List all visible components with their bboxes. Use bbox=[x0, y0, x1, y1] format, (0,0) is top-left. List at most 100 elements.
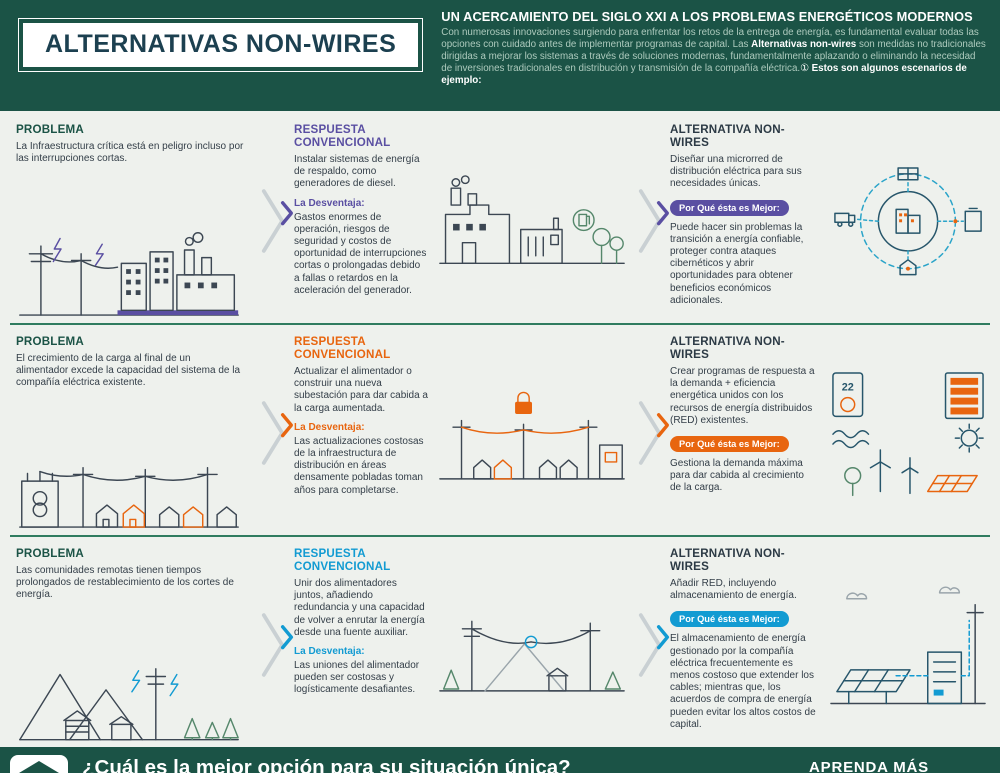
pine-tree-icon bbox=[183, 717, 201, 740]
lightning-bolt-icon bbox=[52, 237, 62, 263]
fuel-pump-icon bbox=[572, 209, 595, 232]
truck-icon bbox=[834, 212, 856, 227]
row-separator bbox=[10, 535, 990, 537]
alternativa-heading: ALTERNATIVA NON-WIRES bbox=[670, 335, 785, 361]
alternativa-column: ALTERNATIVA NON-WIRES Añadir RED, incluy… bbox=[670, 547, 824, 743]
page-title: ALTERNATIVAS NON-WIRES bbox=[45, 30, 397, 58]
factory-icon bbox=[176, 232, 236, 312]
chevron-separator bbox=[252, 547, 294, 743]
distributed-resources-illustration: 22 bbox=[832, 372, 984, 496]
header-intro-paragraph: Con numerosas innovaciones surgiendo par… bbox=[441, 27, 986, 87]
battery-cabinet-icon bbox=[927, 651, 963, 705]
respuesta-column: RESPUESTA CONVENCIONAL Instalar sistemas… bbox=[294, 123, 434, 319]
tree-icon bbox=[592, 227, 624, 264]
header-subtitle: UN ACERCAMIENTO DEL SIGLO XXI A LOS PROB… bbox=[441, 9, 973, 24]
house-icon bbox=[473, 459, 492, 480]
respuesta-text: Instalar sistemas de energía de respaldo… bbox=[294, 154, 420, 190]
alternativa-illustration-column bbox=[824, 547, 992, 743]
mejor-text: Puede hacer sin problemas la transición … bbox=[670, 221, 804, 306]
chevron-right-icon bbox=[261, 613, 285, 677]
problema-text: Las comunidades remotas tienen tiempos p… bbox=[16, 565, 234, 601]
footer-cta-block: APRENDA MÁS sandc.com/non-wires-alternat… bbox=[750, 755, 988, 773]
padlock-icon bbox=[515, 391, 532, 415]
title-box: ALTERNATIVAS NON-WIRES bbox=[18, 18, 424, 72]
feeder-neighborhood-illustration bbox=[19, 467, 239, 528]
alternativa-text: Diseñar una microrred de distribución el… bbox=[670, 154, 802, 190]
microgrid-illustration bbox=[834, 166, 982, 276]
respuesta-illustration-column bbox=[434, 123, 630, 319]
power-pole-icon bbox=[966, 603, 984, 705]
alternativa-heading: ALTERNATIVA NON-WIRES bbox=[670, 547, 785, 573]
house-icon bbox=[538, 459, 558, 480]
problema-heading: PROBLEMA bbox=[16, 123, 84, 136]
power-pole-icon bbox=[145, 667, 167, 740]
header: ALTERNATIVAS NON-WIRES UN ACERCAMIENTO D… bbox=[0, 0, 1000, 111]
respuesta-heading: RESPUESTA CONVENCIONAL bbox=[294, 335, 391, 361]
house-icon bbox=[182, 506, 204, 528]
intro-text: Con numerosas innovaciones surgiendo par… bbox=[441, 27, 979, 50]
row-separator bbox=[10, 323, 990, 325]
thermostat-value: 22 bbox=[842, 382, 854, 394]
pine-tree-icon bbox=[222, 717, 239, 740]
house-icon bbox=[95, 504, 119, 528]
remote-community-illustration bbox=[19, 667, 239, 740]
pine-tree-icon bbox=[442, 669, 460, 690]
respuesta-text: Unir dos alimentadores juntos, añadiendo… bbox=[294, 578, 425, 638]
problema-heading: PROBLEMA bbox=[16, 547, 84, 560]
chevron-right-small-icon bbox=[656, 201, 670, 226]
intro-bold: Estos son algunos escenarios de ejemplo: bbox=[441, 62, 967, 86]
alternativa-column: ALTERNATIVA NON-WIRES Crear programas de… bbox=[670, 335, 824, 531]
title-box-inner: ALTERNATIVAS NON-WIRES bbox=[23, 23, 419, 67]
chevron-right-small-icon bbox=[656, 625, 670, 650]
chevron-separator bbox=[630, 123, 670, 319]
respuesta-illustration-column bbox=[434, 335, 630, 531]
sc-logo: S&C bbox=[10, 755, 68, 773]
alternativa-heading: ALTERNATIVA NON-WIRES bbox=[670, 123, 785, 149]
sc-logo-emblem: S&C bbox=[16, 761, 62, 773]
scenario-row-load-growth: PROBLEMA El crecimiento de la carga al f… bbox=[0, 325, 1000, 535]
respuesta-heading: RESPUESTA CONVENCIONAL bbox=[294, 547, 391, 573]
aprenda-mas-button[interactable]: APRENDA MÁS bbox=[750, 755, 988, 773]
chevron-right-small-icon bbox=[656, 413, 670, 438]
thermostat-icon: 22 bbox=[832, 372, 864, 417]
problema-text: El crecimiento de la carga al final de u… bbox=[16, 353, 241, 389]
alternativa-column: ALTERNATIVA NON-WIRES Diseñar una micror… bbox=[670, 123, 824, 319]
substation-icon bbox=[598, 444, 623, 480]
footer-main: ¿Cuál es la mejor opción para su situaci… bbox=[82, 755, 750, 773]
house-icon bbox=[899, 258, 917, 276]
chevron-right-small-icon bbox=[280, 413, 294, 438]
desventaja-label: La Desventaja: bbox=[294, 197, 365, 209]
cabin-icon bbox=[546, 667, 569, 692]
respuesta-column: RESPUESTA CONVENCIONAL Actualizar el ali… bbox=[294, 335, 434, 531]
scenarios: PROBLEMA La Infraestructura crítica está… bbox=[0, 111, 1000, 747]
house-icon bbox=[122, 504, 146, 528]
solar-panel-icon bbox=[927, 474, 978, 493]
house-icon bbox=[493, 459, 513, 480]
mejor-badge: Por Qué ésta es Mejor: bbox=[670, 611, 789, 628]
house-icon bbox=[158, 506, 180, 528]
alternativa-illustration-column: 22 bbox=[824, 335, 992, 531]
alternativa-text: Añadir RED, incluyendo almacenamiento de… bbox=[670, 578, 797, 602]
solar-panel-icon bbox=[897, 166, 919, 181]
battery-stack-icon bbox=[944, 372, 984, 419]
lightning-bolt-icon bbox=[94, 243, 104, 267]
alternativa-text: Crear programas de respuesta a la demand… bbox=[670, 366, 815, 426]
chevron-separator bbox=[630, 335, 670, 531]
desventaja-text: Las actualizaciones costosas de la infra… bbox=[294, 435, 424, 496]
desventaja-text: Las uniones del alimentador pueden ser c… bbox=[294, 659, 420, 696]
lightning-bolt-icon bbox=[131, 669, 141, 693]
respuesta-text: Actualizar el alimentador o construir un… bbox=[294, 366, 428, 414]
energy-storage-illustration bbox=[830, 586, 986, 705]
wind-turbine-icon bbox=[869, 449, 919, 494]
chevron-separator bbox=[630, 547, 670, 743]
scenario-row-critical-infrastructure: PROBLEMA La Infraestructura crítica está… bbox=[0, 113, 1000, 323]
chevron-right-icon bbox=[261, 189, 285, 253]
sun-icon bbox=[954, 423, 984, 453]
factory-icon bbox=[444, 175, 511, 264]
problema-text: La Infraestructura crítica está en pelig… bbox=[16, 141, 244, 165]
cabin-icon bbox=[63, 709, 92, 740]
city-buildings-icon bbox=[120, 251, 174, 312]
mejor-badge: Por Qué ésta es Mejor: bbox=[670, 199, 789, 216]
respuesta-heading: RESPUESTA CONVENCIONAL bbox=[294, 123, 391, 149]
